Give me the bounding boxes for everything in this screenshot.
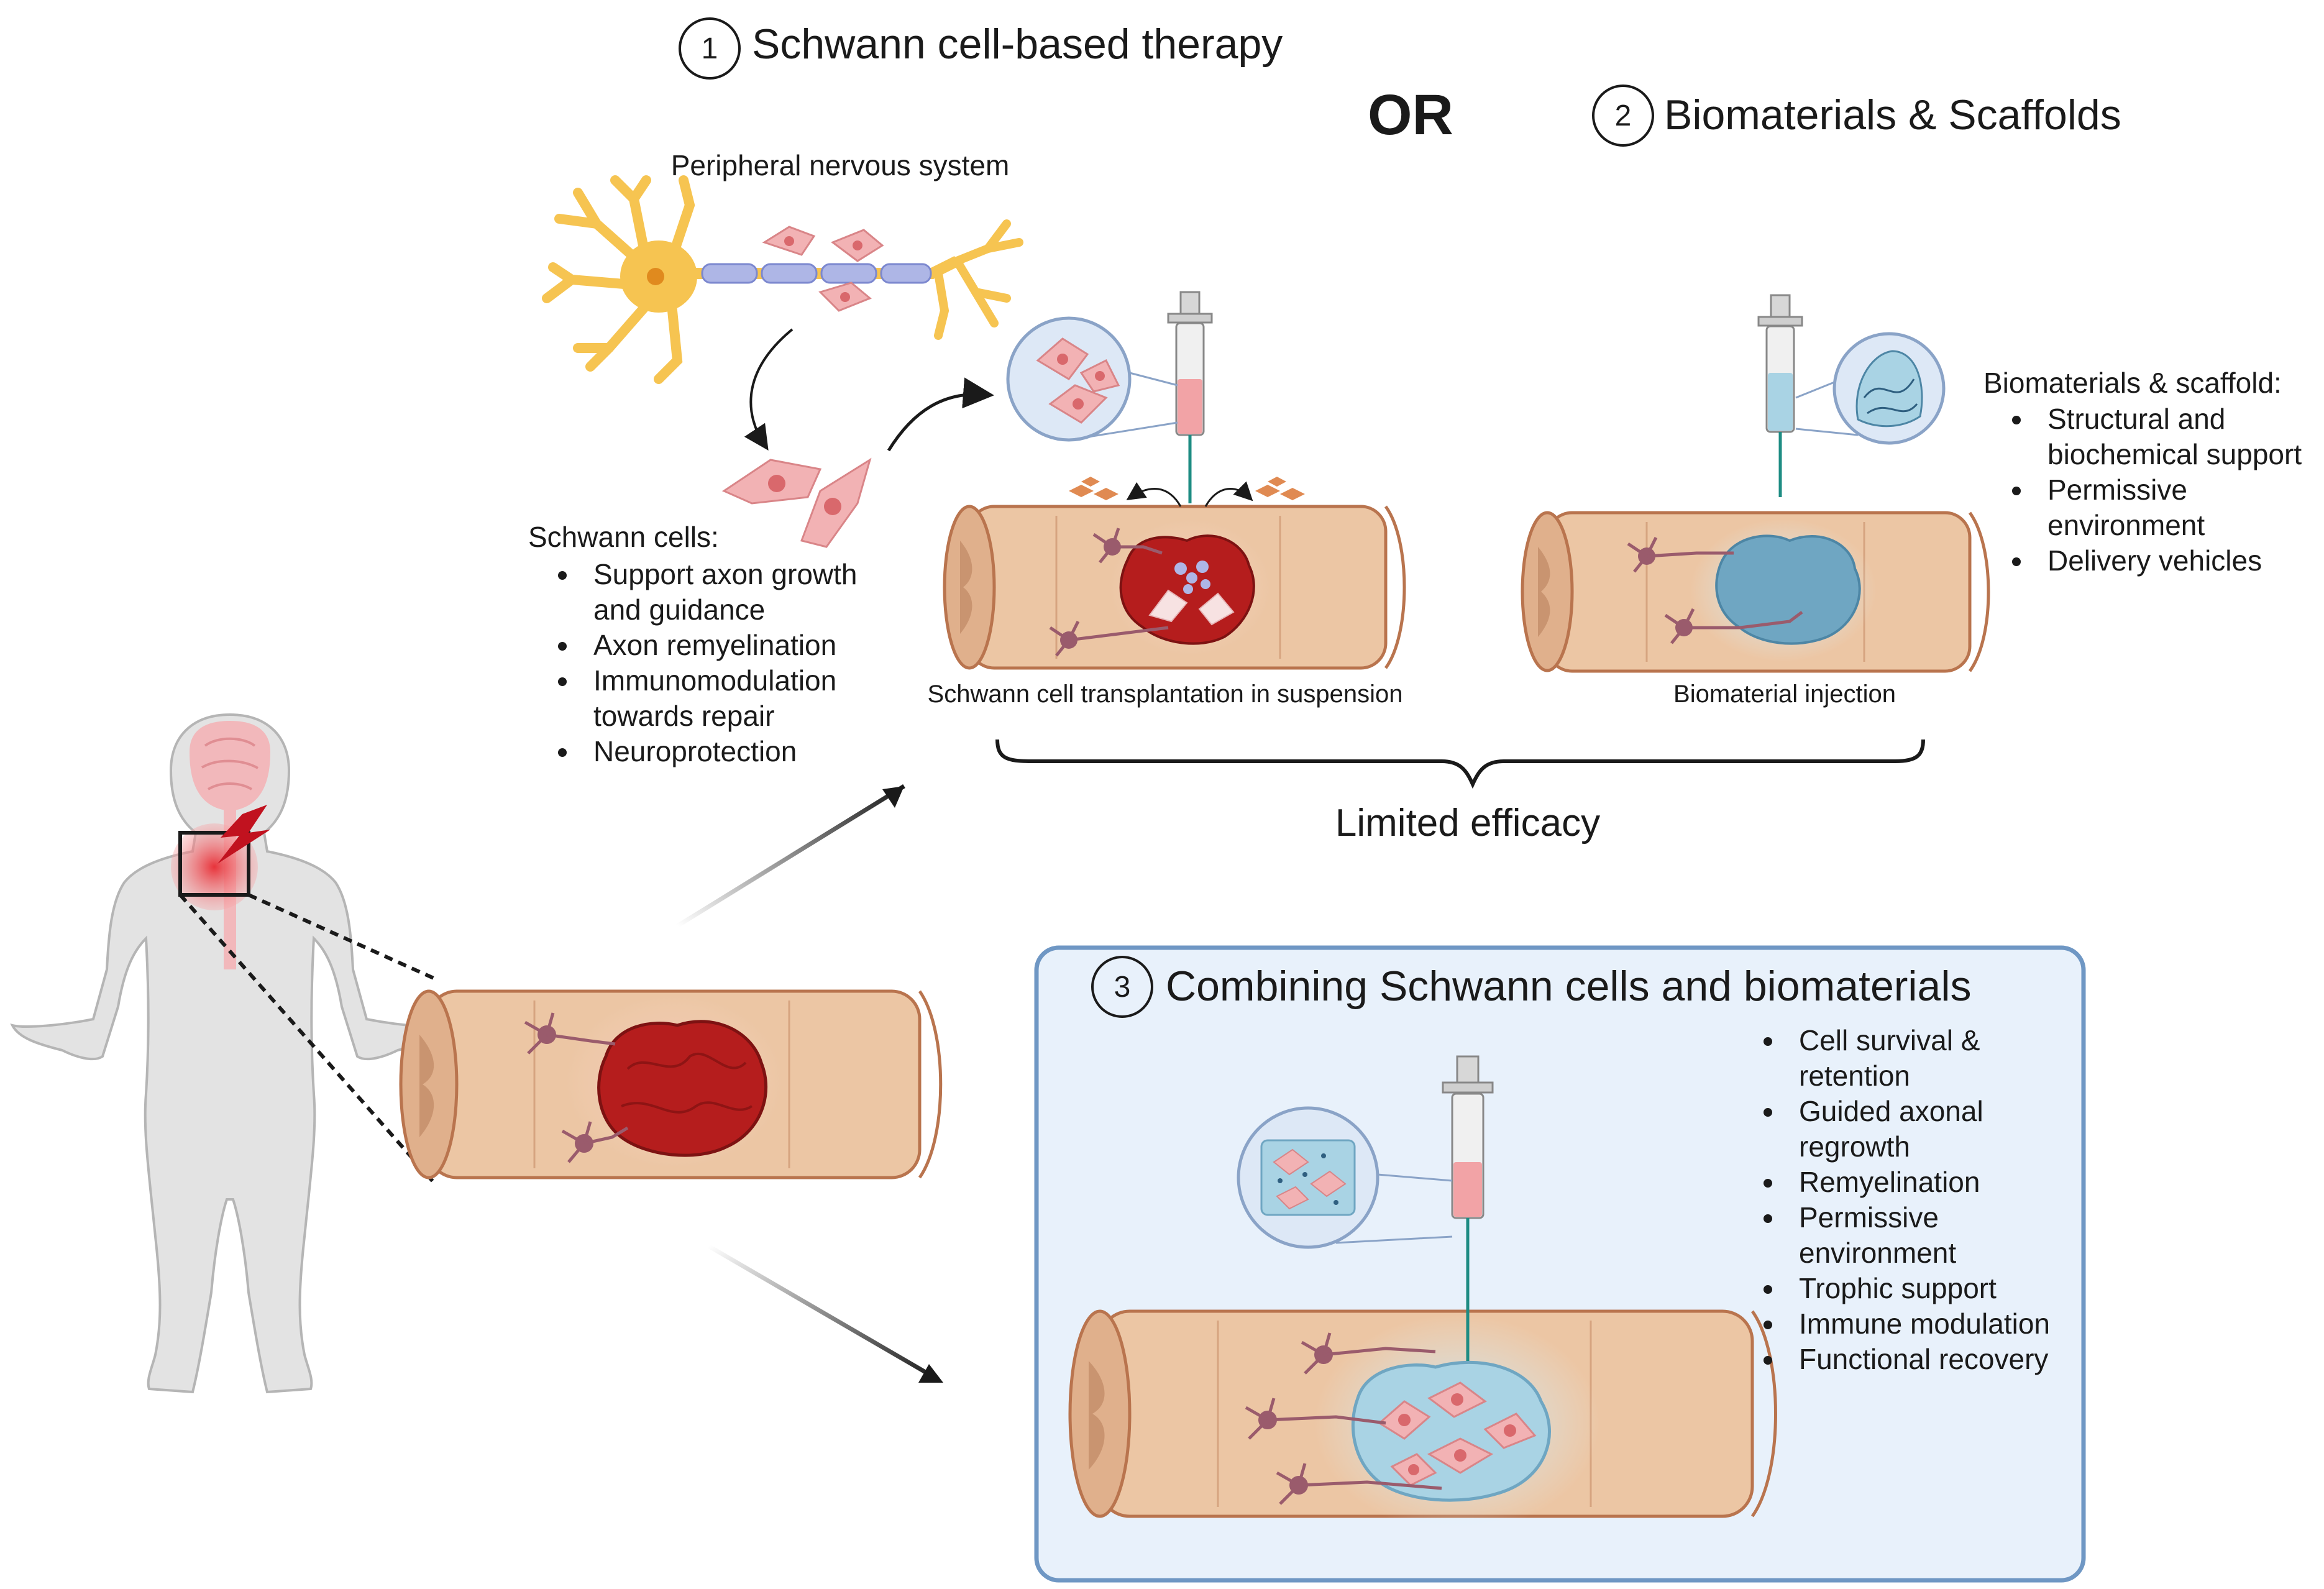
section1-heading: 1 Schwann cell-based therapy: [679, 17, 1283, 80]
schwann-cells-heading: Schwann cells:: [528, 521, 719, 553]
neuron-icon: [1092, 528, 1163, 564]
limited-efficacy-label: Limited efficacy: [1335, 802, 1600, 845]
combined-benefit-item: Immune modulation: [1799, 1307, 2050, 1340]
section1-title: Schwann cell-based therapy: [752, 21, 1283, 68]
neuron-icon: [1245, 1398, 1386, 1440]
section3-heading: 3 Combining Schwann cells and biomateria…: [1091, 956, 1971, 1018]
combined-benefit-bullet: [1764, 1108, 1772, 1117]
combined-benefit-bullet: [1764, 1321, 1772, 1329]
cord-injured: [399, 989, 943, 1179]
caption-transplantation: Schwann cell transplantation in suspensi…: [928, 680, 1403, 708]
combined-benefit-item: Remyelination: [1799, 1166, 1980, 1198]
arrow-to-top-therapies: [676, 784, 905, 928]
schwann-cells-property-bullet: [558, 571, 567, 580]
zoom-line-top: [247, 893, 436, 981]
neuron-icon: [1664, 608, 1803, 644]
schwann-cells-property-item: and guidance: [593, 593, 765, 626]
combined-benefit-item: Trophic support: [1799, 1272, 1997, 1304]
section3-title: Combining Schwann cells and biomaterials: [1166, 963, 1971, 1010]
syringe-combined: [1442, 1055, 1494, 1361]
lightning-bolt-icon: [217, 805, 270, 864]
schwann-cell-zoom-bubble: [1006, 316, 1178, 442]
section2-title: Biomaterials & Scaffolds: [1664, 91, 2121, 139]
section2-heading: 2 Biomaterials & Scaffolds: [1592, 85, 2121, 147]
or-label: OR: [1368, 83, 1453, 147]
neuron-icon: [1276, 1463, 1442, 1505]
combined-benefit-bullet: [1764, 1037, 1772, 1046]
biomaterials-property-bullet: [2012, 416, 2021, 424]
schwann-cells-property-bullet: [558, 748, 567, 757]
arrow-to-combined: [707, 1243, 940, 1382]
biomaterials-property-item: Permissive: [2047, 474, 2187, 506]
combined-benefit-item: Permissive: [1799, 1201, 1939, 1234]
injury-lesion: [597, 1020, 767, 1157]
neuron-icon: [1049, 620, 1169, 657]
biomaterials-properties: Biomaterials & scaffold: Structural andb…: [1983, 367, 2302, 577]
combined-benefit-bullet: [1764, 1214, 1772, 1223]
biomaterials-property-item: Structural and: [2047, 403, 2225, 435]
neuron-icon: [1301, 1332, 1436, 1375]
peripheral-neuron-illustration: [542, 175, 1023, 384]
syringe-schwann-cells: [1167, 291, 1213, 503]
syringe-biomaterial: [1757, 294, 1803, 497]
isolated-schwann-cells: [721, 457, 872, 548]
neuron-nucleus: [647, 268, 664, 285]
combined-benefit-bullet: [1764, 1285, 1772, 1294]
combined-benefit-item: Cell survival &: [1799, 1024, 1980, 1056]
schwann-cells-property-bullet: [558, 642, 567, 651]
neuron-icon: [524, 1012, 616, 1055]
arrowhead: [882, 786, 904, 808]
schwann-cells-property-item: Immunomodulation: [593, 664, 836, 697]
combined-benefit-bullet: [1764, 1356, 1772, 1365]
myelin-segment: [761, 263, 818, 284]
section2-number-circle: [1592, 85, 1654, 147]
section1-number-circle: [679, 17, 741, 80]
human-body-illustration: [10, 713, 450, 1394]
isolation-arrow: [744, 328, 794, 451]
cord-transplantation: [943, 477, 1406, 670]
schwann-cells-property-item: towards repair: [593, 700, 774, 732]
hydrogel-filled-lesion: [1715, 534, 1861, 645]
arrowhead: [918, 1364, 943, 1383]
biomaterials-property-item: biochemical support: [2047, 438, 2302, 470]
section3-number: 3: [1114, 971, 1131, 1004]
myelin-segment: [880, 263, 932, 284]
to-transplant-arrow: [887, 377, 994, 452]
combined-benefit-item: environment: [1799, 1237, 1956, 1269]
bracket: [995, 739, 1925, 789]
section3-number-circle: [1091, 956, 1153, 1018]
combined-zoom-bubble: [1237, 1106, 1453, 1249]
schwann-cells-property-bullet: [558, 677, 567, 686]
section1-number: 1: [702, 32, 718, 65]
cord-combined: [1068, 1309, 1777, 1532]
injury-zoom-box: [178, 831, 250, 897]
schwann-cells-property-item: Neuroprotection: [593, 735, 797, 767]
myelin-segment: [820, 263, 877, 284]
section2-number: 2: [1615, 99, 1632, 132]
combined-benefit-item: Functional recovery: [1799, 1343, 2048, 1375]
neuron-icon: [561, 1121, 629, 1163]
caption-injection: Biomaterial injection: [1673, 680, 1896, 708]
biomaterials-property-bullet: [2012, 557, 2021, 566]
neuron-icon: [1627, 536, 1734, 573]
cord-cross-section: [943, 505, 996, 670]
zoom-line-bottom: [178, 894, 437, 1185]
biomaterial-zoom-bubble: [1795, 332, 1946, 445]
biomaterials-heading: Biomaterials & scaffold:: [1983, 367, 2282, 399]
schwann-cells-property-item: Axon remyelination: [593, 629, 836, 661]
combined-benefit-item: regrowth: [1799, 1130, 1910, 1163]
biomaterials-property-bullet: [2012, 487, 2021, 495]
combined-benefit-bullet: [1764, 1179, 1772, 1188]
schwann-cells-property-item: Support axon growth: [593, 558, 858, 590]
biomaterials-property-item: Delivery vehicles: [2047, 544, 2262, 577]
combined-benefit-item: retention: [1799, 1060, 1910, 1092]
combined-benefit-item: Guided axonal: [1799, 1095, 1983, 1127]
myelin-segment: [701, 263, 758, 284]
cord-biomaterial: [1521, 511, 1990, 673]
pns-label: Peripheral nervous system: [671, 149, 1010, 181]
biomaterials-property-item: environment: [2047, 509, 2205, 541]
